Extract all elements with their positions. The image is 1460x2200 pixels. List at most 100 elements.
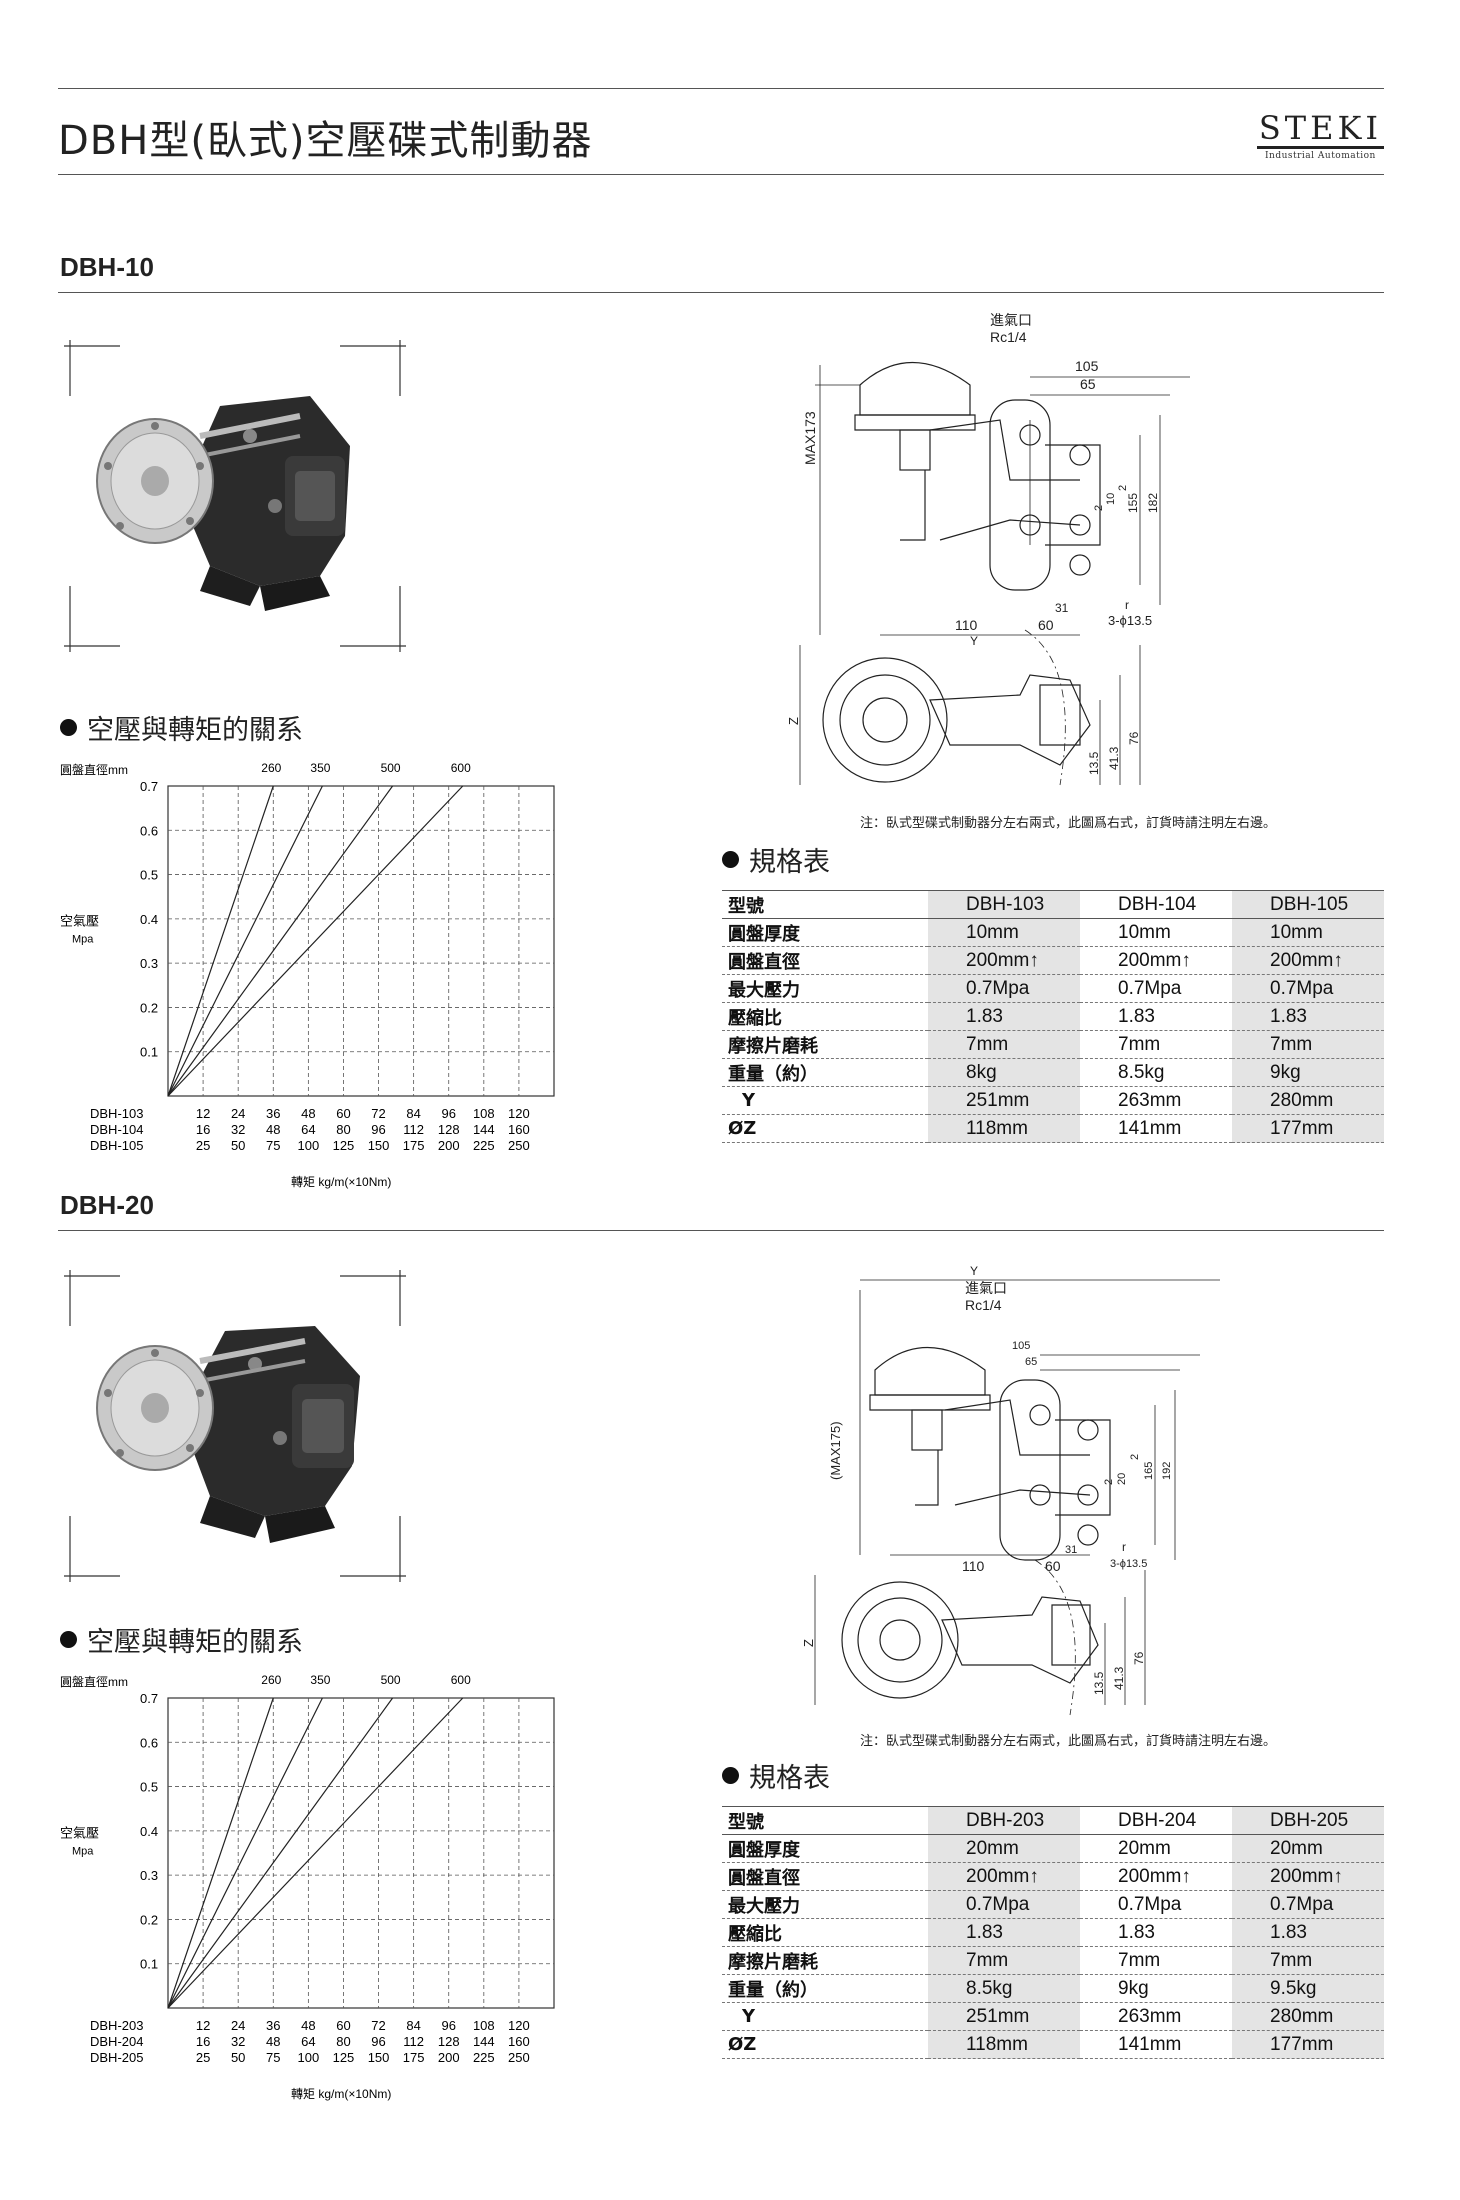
y-tick-label: 0.3 (140, 956, 158, 971)
x-tick-label: 200 (438, 2050, 460, 2065)
x-tick-label: 16 (196, 2034, 210, 2049)
dim-10: 10 (1105, 493, 1117, 505)
dim-60: 60 (1038, 617, 1054, 633)
x-tick-label: 144 (473, 2034, 495, 2049)
cell: 7mm (1080, 1946, 1232, 1975)
dim-110: 110 (962, 1558, 985, 1574)
dim-110: 110 (955, 617, 978, 633)
dim-holes: 3-ϕ13.5 (1110, 1558, 1147, 1570)
label-inlet-size: Rc1/4 (965, 1297, 1002, 1313)
spec-heading-text: 規格表 (749, 1763, 830, 1794)
x-row-name: DBH-103 (90, 1106, 143, 1121)
cell: 251mm (928, 2002, 1080, 2031)
cell: 7mm (928, 1030, 1080, 1059)
dim-2b: 2 (1117, 485, 1129, 491)
cell: 7mm (928, 1946, 1080, 1975)
technical-drawing-dbh-10: 進氣口 Rc1/4 105 65 MAX173 110 60 31 Y r 3-… (786, 312, 1190, 786)
y-tick-label: 0.1 (140, 1045, 158, 1060)
x-tick-label: 225 (473, 1138, 495, 1153)
cell: 141mm (1080, 2030, 1232, 2059)
cell: 141mm (1080, 1114, 1232, 1143)
cell: 0.7Mpa (1232, 1890, 1384, 1919)
x-tick-label: 25 (196, 2050, 210, 2065)
spec-header-row: 型號 DBH-103 DBH-104 DBH-105 (722, 890, 1384, 919)
cell: 9kg (1232, 1058, 1384, 1087)
dim-max: (MAX175) (828, 1421, 843, 1480)
row-label: 最大壓力 (722, 1890, 928, 1919)
y-tick-label: 0.5 (140, 1780, 158, 1795)
x-tick-label: 84 (406, 2018, 420, 2033)
dim-31: 31 (1065, 1544, 1077, 1556)
cell: 200mm↑ (1232, 1862, 1384, 1891)
section-title-dbh-20: DBH-20 (60, 1190, 154, 1220)
cell: 1.83 (1232, 1918, 1384, 1947)
series-line (167, 785, 274, 1097)
y-tick-label: 0.2 (140, 1912, 158, 1927)
label-inlet-size: Rc1/4 (990, 329, 1027, 345)
spec-header-row: 型號 DBH-203 DBH-204 DBH-205 (722, 1806, 1384, 1835)
x-tick-label: 75 (266, 1138, 280, 1153)
dim-60: 60 (1045, 1558, 1061, 1574)
x-tick-label: 160 (508, 1122, 530, 1137)
cell: 1.83 (1232, 1002, 1384, 1031)
spec-header-label: 型號 (722, 1806, 928, 1835)
cell: 20mm (1232, 1834, 1384, 1863)
x-tick-label: 125 (333, 2050, 355, 2065)
technical-drawing-dbh-20: Y 進氣口 Rc1/4 105 65 (MAX175) 110 60 31 r … (801, 1264, 1220, 1716)
row-label: 圓盤直徑 (722, 1862, 928, 1891)
cell: 7mm (1232, 1030, 1384, 1059)
x-tick-label: 80 (336, 1122, 350, 1137)
order-note: 注：臥式型碟式制動器分左右兩式，此圖爲右式，訂貨時請注明左右邊。 (860, 816, 1277, 831)
top-tick-label: 260 (261, 1673, 281, 1687)
x-row-name: DBH-105 (90, 1138, 143, 1153)
dim-182: 182 (1146, 493, 1160, 513)
row-label: 壓縮比 (722, 1002, 928, 1031)
top-tick-label: 500 (381, 1673, 401, 1687)
top-axis-label: 圓盤直徑mm (60, 1675, 128, 1689)
cell: 118mm (928, 1114, 1080, 1143)
series-line (167, 785, 394, 1097)
header-bottom-rule (58, 174, 1384, 175)
chart-heading: 空壓與轉矩的關系 (60, 708, 303, 747)
dim-max: MAX173 (802, 411, 818, 465)
y-axis-label: 空氣壓 (60, 914, 99, 929)
dim-65: 65 (1080, 376, 1096, 392)
series-line (167, 785, 464, 1097)
x-tick-label: 64 (301, 2034, 315, 2049)
brake-illustration (96, 1326, 360, 1543)
cell: 8.5kg (928, 1974, 1080, 2003)
dim-41-3: 41.3 (1107, 746, 1121, 770)
series-line (167, 1697, 394, 2009)
y-tick-label: 0.7 (140, 1691, 158, 1706)
cell: 263mm (1080, 1086, 1232, 1115)
x-row-name: DBH-204 (90, 2034, 143, 2049)
x-tick-label: 250 (508, 1138, 530, 1153)
cell: 0.7Mpa (1232, 974, 1384, 1003)
chart-heading-text: 空壓與轉矩的關系 (87, 1627, 303, 1658)
cell: 0.7Mpa (928, 1890, 1080, 1919)
x-tick-label: 80 (336, 2034, 350, 2049)
cell: 251mm (928, 1086, 1080, 1115)
y-axis-label: 空氣壓 (60, 1826, 99, 1841)
cell: 8.5kg (1080, 1058, 1232, 1087)
cell: 263mm (1080, 2002, 1232, 2031)
x-tick-label: 25 (196, 1138, 210, 1153)
x-tick-label: 200 (438, 1138, 460, 1153)
cell: 7mm (1080, 1030, 1232, 1059)
cell: 118mm (928, 2030, 1080, 2059)
x-tick-label: 96 (441, 1106, 455, 1121)
dim-20: 20 (1116, 1473, 1128, 1485)
dim-105: 105 (1012, 1340, 1030, 1352)
cell: 20mm (928, 1834, 1080, 1863)
row-label: 摩擦片磨耗 (722, 1946, 928, 1975)
